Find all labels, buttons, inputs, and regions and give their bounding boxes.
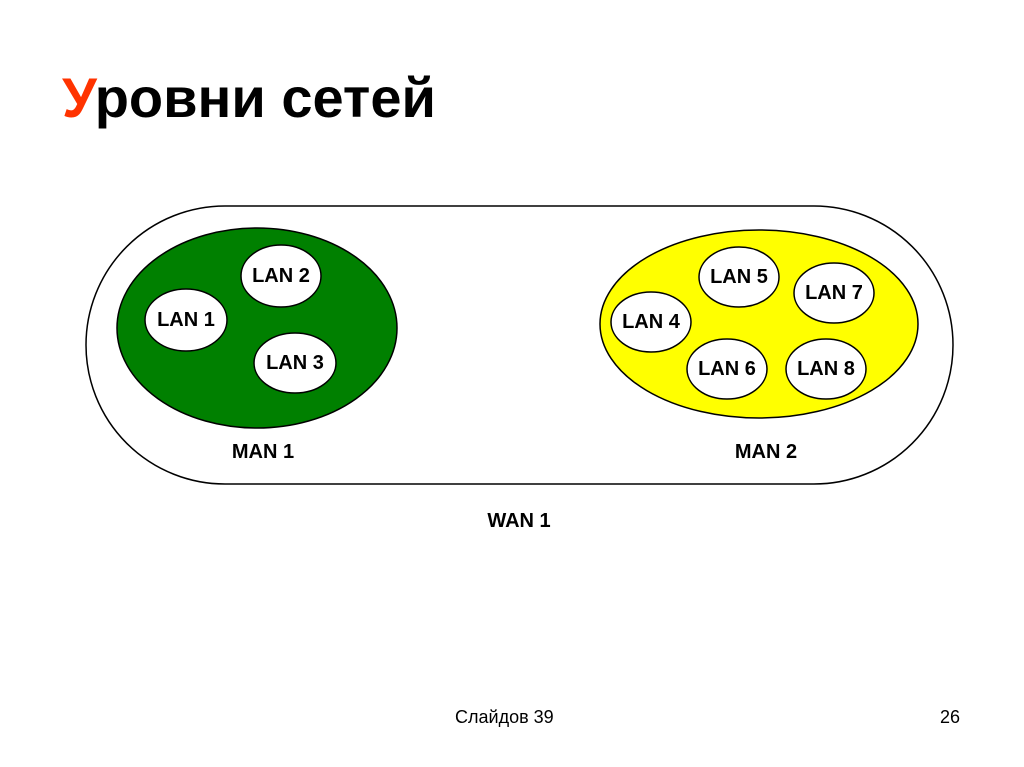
lan-node: LAN 7 [793, 262, 875, 324]
lan-label: LAN 6 [698, 358, 756, 380]
lan-label: LAN 1 [157, 309, 215, 331]
lan-label: LAN 3 [266, 352, 324, 374]
lan-label: LAN 8 [797, 358, 855, 380]
slide-title: Уровни сетей [62, 62, 436, 134]
page-number: 26 [940, 707, 961, 727]
lan-node: LAN 5 [698, 246, 780, 308]
lan-label: LAN 2 [252, 265, 310, 287]
lan-label: LAN 5 [710, 266, 768, 288]
lan-label: LAN 4 [622, 311, 681, 333]
title-first-letter: У [62, 66, 95, 129]
lan-node: LAN 2 [240, 244, 322, 308]
title-rest: ровни сетей [94, 66, 436, 129]
lan-label: LAN 7 [805, 282, 863, 304]
man1-label: MAN 1 [232, 441, 294, 463]
lan-node: LAN 6 [686, 338, 768, 400]
lan-node: LAN 8 [785, 338, 867, 400]
lan-node: LAN 1 [144, 288, 228, 352]
slide-count: Слайдов 39 [455, 707, 554, 727]
lan-node: LAN 4 [610, 291, 692, 353]
wan-label: WAN 1 [487, 510, 550, 532]
man2-label: MAN 2 [735, 441, 797, 463]
lan-node: LAN 3 [253, 332, 337, 394]
